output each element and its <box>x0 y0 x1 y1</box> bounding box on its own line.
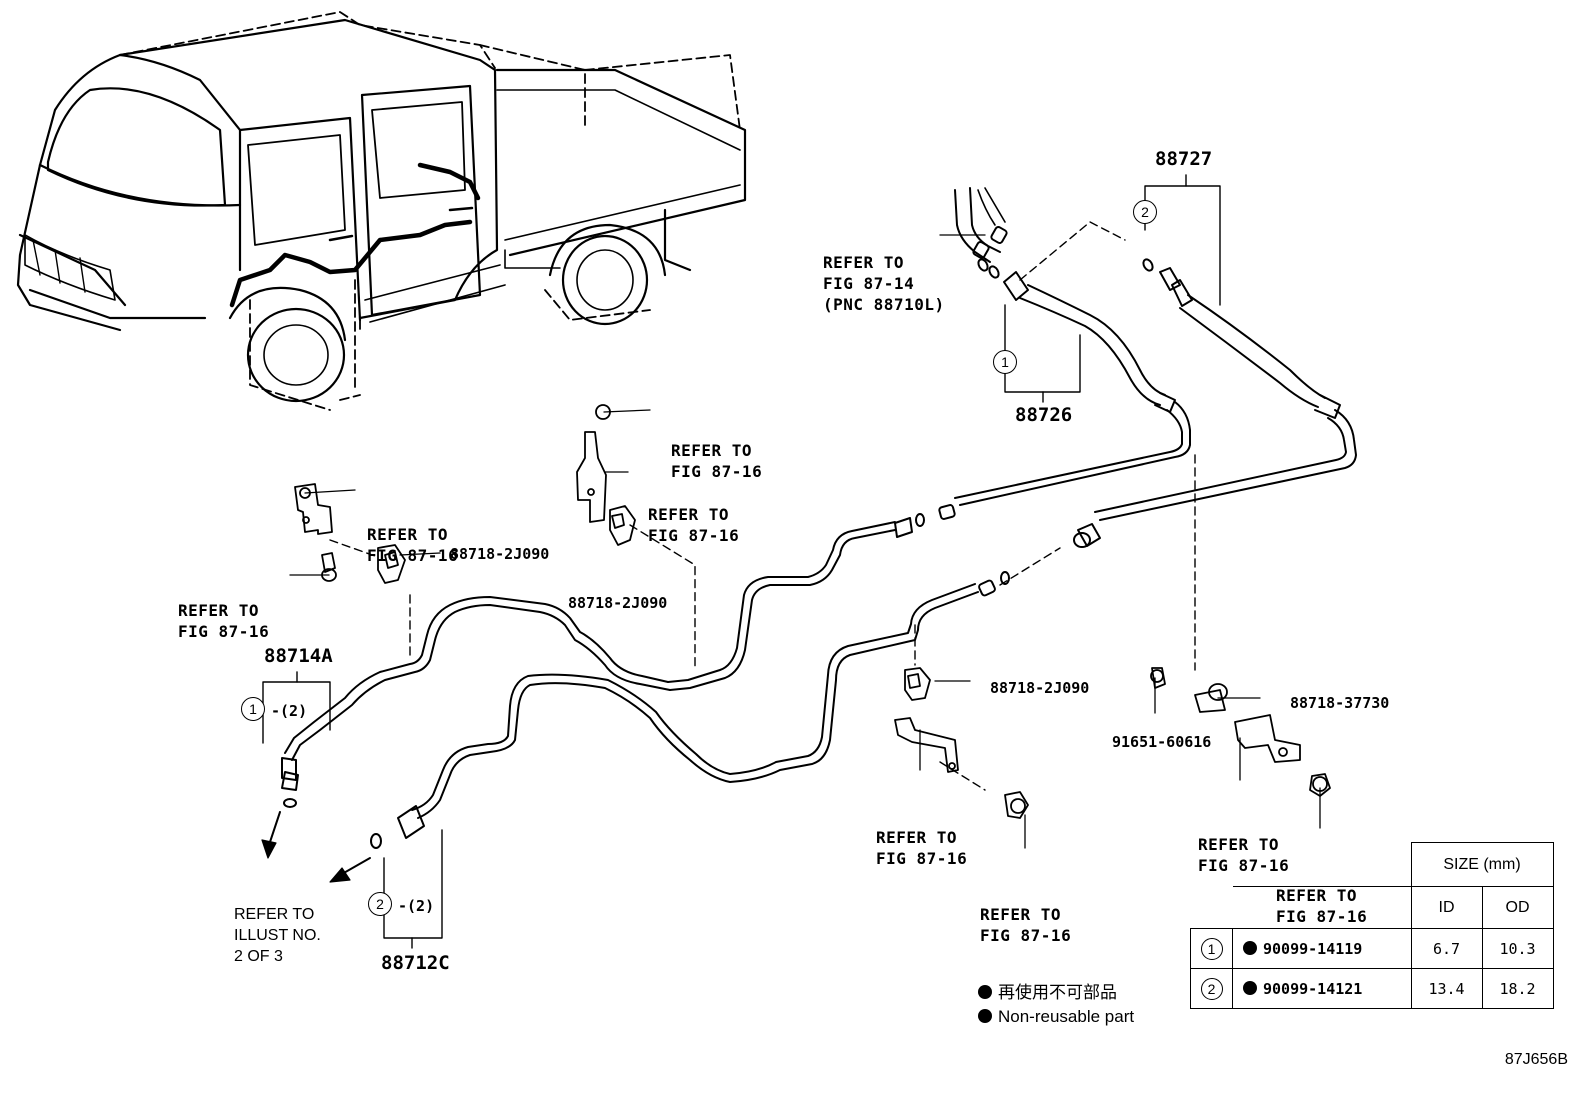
callout-2-88712c: 2 <box>368 892 392 916</box>
id-cell: 6.7 <box>1410 928 1483 969</box>
leader-lines <box>289 234 1321 849</box>
callout-1-88726: 1 <box>993 350 1017 374</box>
dashed-leaders <box>329 221 1196 791</box>
bracket-right <box>1150 667 1331 797</box>
part-number-cell: 90099-14121 <box>1263 979 1363 998</box>
non-reusable-dot-icon <box>1243 980 1257 995</box>
row-key-1: 1 <box>1200 937 1223 960</box>
pipe-88714a <box>281 596 671 808</box>
non-reusable-dot-icon <box>1243 940 1257 955</box>
callout-2-88727: 2 <box>1133 200 1157 224</box>
part-number-cell: 90099-14119 <box>1263 939 1363 958</box>
figure-code: 87J656B <box>1504 1051 1568 1068</box>
pipe-88727 <box>370 258 1357 849</box>
pipe-88726 <box>667 187 1191 691</box>
clamp-2j090-label-c: 88718-2J090 <box>990 679 1090 697</box>
callout-1-88714a: 1 <box>241 697 265 721</box>
bracket-center-lower <box>894 667 1029 819</box>
oring-size-table: SIZE (mm) ID OD 1 90099-14119 6.7 10.3 2… <box>1190 842 1554 1009</box>
part-88714a-label: 88714A <box>264 645 333 667</box>
part-88712c-label: 88712C <box>381 952 450 974</box>
arrows <box>261 811 371 883</box>
part-88727-label: 88727 <box>1155 148 1213 170</box>
clamp-37730-label: 88718-37730 <box>1290 694 1390 712</box>
clamp-2j090-label-b: 88718-2J090 <box>568 594 668 612</box>
non-reusable-dot-icon <box>978 985 992 999</box>
size-header: SIZE (mm) <box>1410 842 1554 887</box>
od-cell: 10.3 <box>1481 928 1554 969</box>
col-od-header: OD <box>1481 886 1554 929</box>
bracket-left-upper <box>294 483 406 584</box>
legend-en: Non-reusable part <box>978 1006 1134 1028</box>
truck-pipe-route <box>229 162 481 308</box>
id-cell: 13.4 <box>1410 968 1483 1009</box>
clamp-2j090-label-a: 88718-2J090 <box>450 545 550 563</box>
table-row: 2 90099-14121 13.4 18.2 <box>1190 968 1554 1009</box>
qty-suffix-88714a: -(2) <box>271 702 308 720</box>
truck-outline <box>16 18 747 403</box>
part-88726-label: 88726 <box>1015 404 1073 426</box>
legend-jp: 再使用不可部品 <box>978 982 1117 1004</box>
col-id-header: ID <box>1410 886 1483 929</box>
truck-dashed-outline <box>119 11 741 411</box>
non-reusable-dot-icon <box>978 1009 992 1023</box>
bolt-91651-label: 91651-60616 <box>1112 733 1212 751</box>
table-row: 1 90099-14119 6.7 10.3 <box>1190 928 1554 969</box>
qty-suffix-88712c: -(2) <box>398 897 435 915</box>
od-cell: 18.2 <box>1481 968 1554 1009</box>
bracket-center-upper <box>576 404 636 546</box>
row-key-2: 2 <box>1200 977 1223 1000</box>
